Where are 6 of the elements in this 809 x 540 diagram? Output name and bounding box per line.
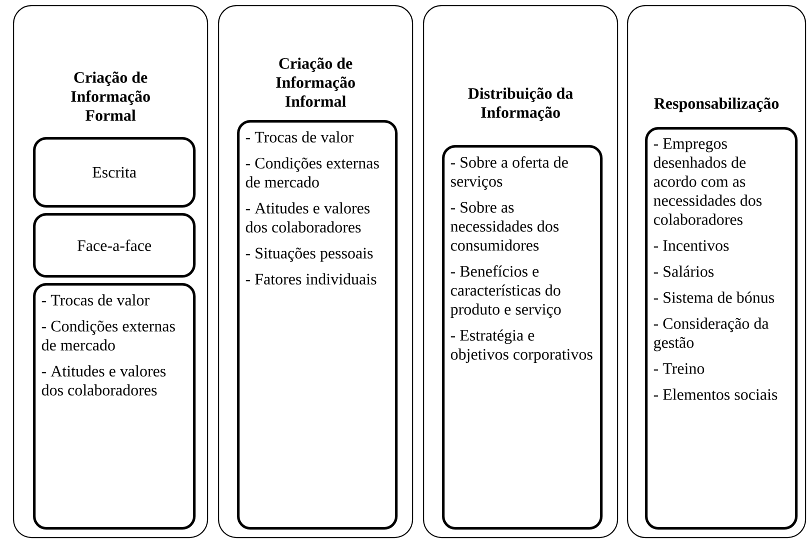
list-box: - Sobre a oferta de serviços - Sobre as necessidades dos consumidores - Benefícios e características do produto e serviço - Estratégia e objetivos corporativos [442,145,603,530]
list-box: - Trocas de valor - Condições externas de mercado - Atitudes e valores dos colaboradores [33,283,196,530]
category-box: Escrita [33,137,196,208]
category-box: Face-a-face [33,213,196,278]
list-box: - Trocas de valor - Condições externas de mercado - Atitudes e valores dos colaboradores - Situações pessoais - Fatores individuais [237,120,398,530]
list-box: - Empregos desenhados de acordo com as necessidades dos colaboradores - Incentivos - Salários - Sistema de bónus - Consideração da gestão - Treino - Elementos sociais [645,127,798,530]
